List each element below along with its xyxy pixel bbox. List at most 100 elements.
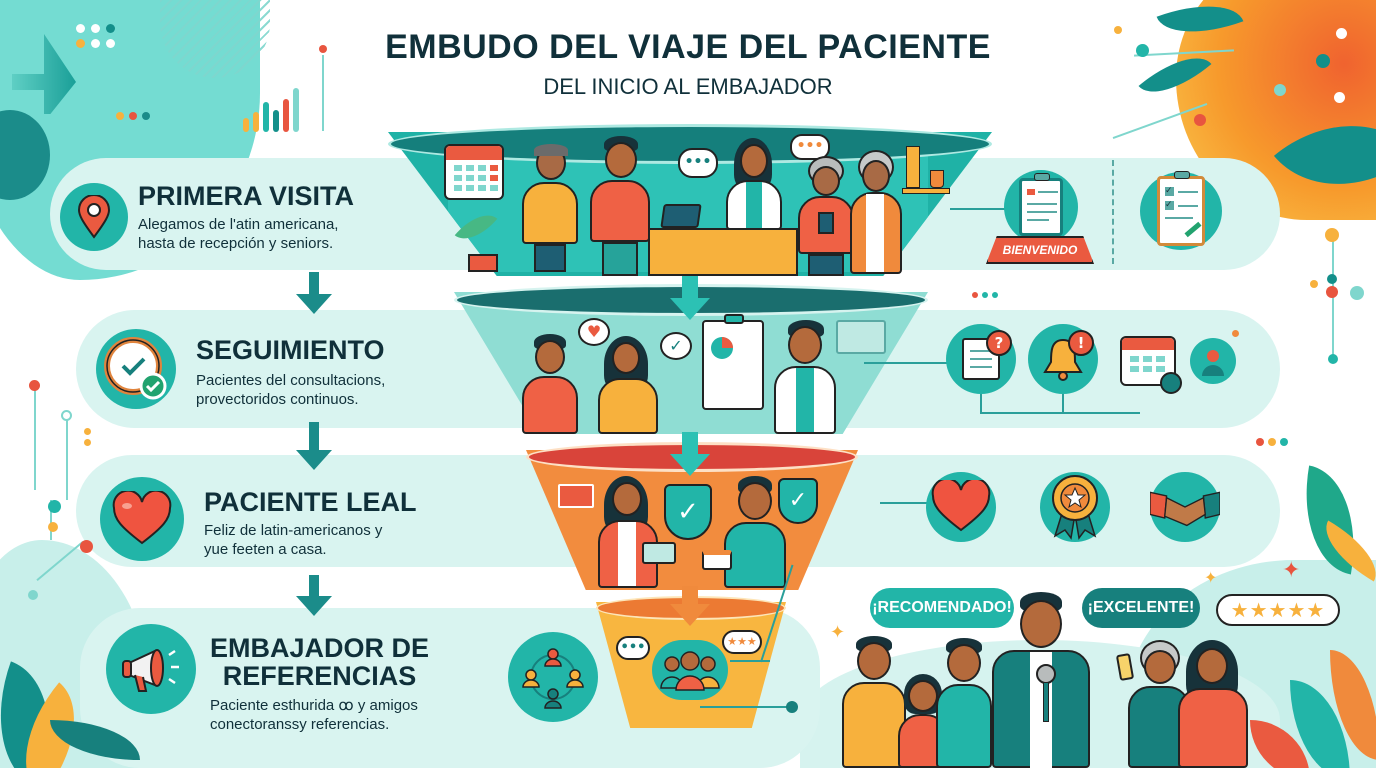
- connector-line: [864, 362, 954, 364]
- clipboard-icon: [1004, 170, 1078, 244]
- connector-line: [950, 208, 1010, 210]
- shield-check-icon: ✓: [778, 478, 818, 524]
- connector-dot: [786, 701, 798, 713]
- flow-arrow-shaft: [309, 422, 319, 452]
- bell-alert-icon: [1028, 324, 1098, 394]
- referral-network-icon: [508, 632, 598, 722]
- stage-title-paciente-leal: PACIENTE LEAL: [204, 487, 417, 517]
- speech-bubble-icon: •••: [678, 148, 718, 178]
- welcome-mat: BIENVENIDO: [986, 236, 1094, 264]
- network-decoration: [1110, 26, 1350, 140]
- illustration-man-older: [520, 144, 580, 272]
- speech-bubble-icon: •••: [616, 636, 650, 660]
- three-dots-decoration: [1256, 438, 1292, 448]
- connector-line: [880, 502, 930, 504]
- heart-bubble-icon: ♥: [578, 318, 610, 346]
- illustration-loyal-man: [722, 476, 788, 588]
- dashed-divider: [1112, 160, 1114, 264]
- clipboard-checklist-icon: ✓ ✓: [1140, 171, 1222, 250]
- calendar-icon: [444, 144, 504, 200]
- question-badge: ?: [986, 330, 1012, 356]
- microphone-icon: [1036, 664, 1056, 722]
- connector-line: [1062, 394, 1064, 414]
- illustration-doctor: [724, 138, 784, 230]
- flow-arrow-shaft: [309, 272, 319, 298]
- funnel-arrow-shaft: [682, 280, 698, 300]
- group-avatar-icon: [652, 640, 728, 700]
- membership-card-icon: [702, 550, 732, 570]
- illustration-ambassador-man-1: [842, 636, 906, 768]
- clock-check-icon: [96, 329, 176, 409]
- recommended-bubble: ¡RECOMENDADO!: [870, 588, 1014, 628]
- network-decoration: [1310, 228, 1376, 368]
- map-pin-icon: [60, 183, 128, 251]
- handshake-icon: [1150, 472, 1220, 542]
- arrow-down-icon: [670, 454, 710, 476]
- laptop-icon: [660, 204, 702, 228]
- plant-icon: [930, 170, 944, 188]
- shelf-decoration: [902, 188, 950, 194]
- arrow-down-icon: [296, 294, 332, 314]
- chart-clipboard-icon: [702, 314, 764, 410]
- clock-badge: [1160, 372, 1182, 394]
- illustration-patient-man: [520, 334, 580, 434]
- speech-bubble-icon: •••: [790, 134, 830, 160]
- monitor-icon: [836, 320, 886, 354]
- calendar-clock-icon: [1120, 336, 1176, 386]
- stage-desc-paciente-leal: Feliz de latin-americanos y yue feeten a…: [204, 522, 383, 558]
- dot-grid-decoration: [76, 24, 116, 48]
- funnel-arrow-shaft: [682, 588, 698, 606]
- stage-desc-primera-visita: Alegamos de l'atin americana, hasta de r…: [138, 216, 339, 252]
- network-decoration: [0, 380, 100, 640]
- connector-line: [980, 412, 1140, 414]
- bar-chart-decoration: [243, 84, 303, 132]
- stage-desc-seguimiento: Pacientes del consultacions, provectorid…: [196, 372, 386, 408]
- five-star-rating: ★★★★★: [1216, 594, 1340, 626]
- sparkle-icon: ✦: [830, 622, 846, 643]
- reception-desk: [648, 228, 798, 276]
- plant-pot: [468, 254, 498, 272]
- sparkle-icon: ✦: [1204, 568, 1218, 587]
- user-chat-icon: [1190, 338, 1236, 384]
- illustration-doctor-male: [770, 320, 840, 434]
- illustration-ambassador-man-2: [936, 638, 992, 768]
- three-dots-decoration: [116, 112, 156, 122]
- stage-title-seguimiento: SEGUIMIENTO: [196, 335, 385, 365]
- stage-desc-embajador: Paciente esthurida ꝏ y amigos conectoran…: [210, 697, 418, 733]
- illustration-senior-woman-2: [848, 150, 904, 274]
- membership-card-icon: [642, 542, 676, 564]
- shield-check-icon: ✓: [664, 484, 712, 540]
- excellent-bubble: ¡EXCELENTE!: [1082, 588, 1200, 628]
- award-ribbon-icon: [1040, 472, 1110, 542]
- heart-icon: [100, 477, 184, 561]
- alert-badge: !: [1068, 330, 1094, 356]
- funnel-arrow-shaft: [682, 436, 698, 456]
- heart-icon: [926, 472, 996, 542]
- stage-title-embajador: EMBAJADOR DE REFERENCIAS: [210, 633, 430, 692]
- illustration-woman-ambassador: [1176, 640, 1250, 768]
- sparkle-icon: ✦: [1282, 558, 1301, 583]
- illustration-senior-woman: [796, 156, 856, 276]
- arrow-down-icon: [670, 298, 710, 320]
- connector-line: [730, 660, 770, 662]
- flow-arrow-shaft: [309, 575, 319, 599]
- page-title: EMBUDO DEL VIAJE DEL PACIENTE: [385, 28, 991, 66]
- id-card-icon: [558, 484, 594, 508]
- illustration-patient-woman: [596, 336, 660, 434]
- illustration-loyal-woman: [596, 476, 660, 588]
- decor-dot: [1232, 330, 1239, 337]
- page-subtitle: DEL INICIO AL EMBAJADOR: [543, 74, 833, 99]
- arrow-down-icon: [670, 604, 710, 626]
- pin-line-decoration: [319, 45, 327, 131]
- three-dots-decoration: [972, 292, 1008, 302]
- stage-title-primera-visita: PRIMERA VISITA: [138, 181, 355, 211]
- arrow-down-icon: [296, 450, 332, 470]
- megaphone-icon: [106, 624, 196, 714]
- connector-line: [700, 706, 790, 708]
- connector-line: [980, 394, 982, 414]
- rating-bubble-icon: ★★★: [722, 630, 762, 654]
- illustration-young-man: [588, 136, 652, 276]
- arrow-down-icon: [296, 596, 332, 616]
- check-bubble-icon: ✓: [660, 332, 692, 360]
- books-decoration: [906, 146, 920, 188]
